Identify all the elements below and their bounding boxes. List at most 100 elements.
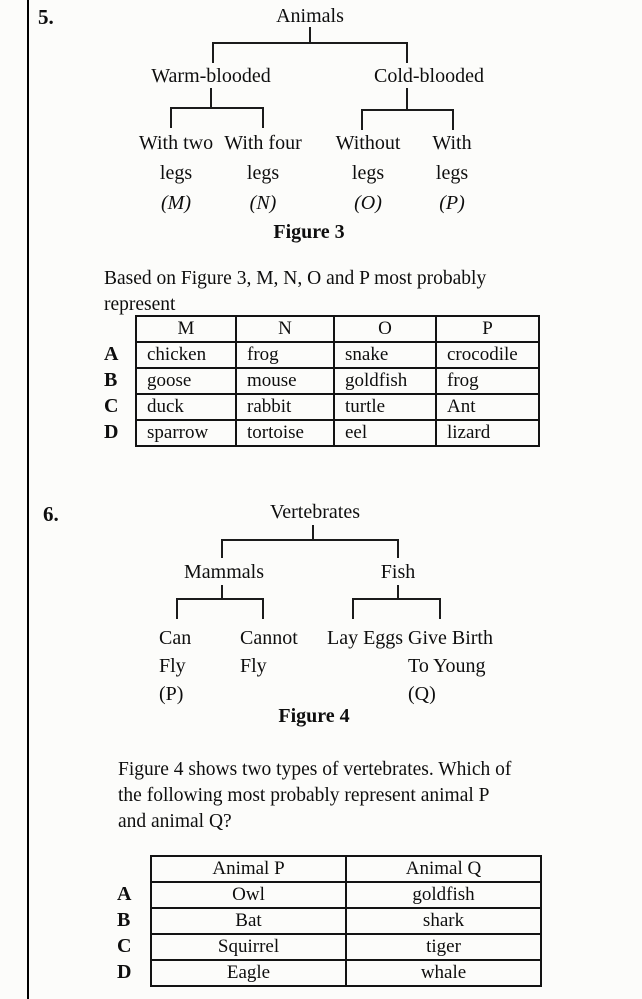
q5-cell: tortoise [235,419,335,447]
q6-option-label-A: A [117,883,132,905]
leaf-code: (Q) [408,683,436,705]
tree4-mammals-bar [176,598,264,600]
q5-cell: rabbit [235,393,335,421]
q5-option-label-C: C [104,395,119,417]
q6-cell: Eagle [150,959,347,987]
leaf-code: (O) [354,192,382,214]
leaf-line: legs [246,162,280,184]
question-5-prompt: Based on Figure 3, M, N, O and P most pr… [104,266,486,318]
q6-option-label-C: C [117,935,132,957]
prompt-line: Based on Figure 3, M, N, O and P most pr… [104,268,487,289]
q6-cell: Bat [150,907,347,935]
leaf-line: legs [351,162,385,184]
q5-option-label-B: B [104,369,118,391]
tree3-leaf-without-legs-O: Without legs (O) [336,128,401,218]
q5-cell: crocodile [435,341,540,369]
tree4-level1-bar [221,539,399,541]
leaf-line: Cannot [240,627,298,649]
tree3-leaf-with-two-legs-M: With two legs (M) [139,128,213,218]
q5-row-A: chicken frog snake crocodile [135,341,540,369]
q5-row-C: duck rabbit turtle Ant [135,393,540,421]
leaf-code: (P) [439,192,465,214]
tree3-cold-bar [361,109,454,111]
prompt-line: represent [104,294,176,315]
q6-option-label-B: B [117,909,131,931]
tree4-mammals-drop-right [262,598,264,619]
q5-cell: duck [135,393,237,421]
leaf-line: Give Birth [408,627,493,649]
q5-row-B: goose mouse goldfish frog [135,367,540,395]
tree3-node-cold-blooded: Cold-blooded [374,65,484,87]
q5-answer-table: M N O P chicken frog snake crocodile goo… [135,315,540,447]
tree4-leaf-give-birth-Q: Give Birth To Young (Q) [408,624,493,708]
q5-cell: goose [135,367,237,395]
tree4-node-vertebrates: Vertebrates [270,501,360,523]
leaf-line: To Young [408,655,486,677]
tree3-root-stem [309,27,311,44]
tree4-level1-drop-right [397,539,399,558]
tree3-cold-drop-left [361,109,363,130]
leaf-line: With two [138,132,214,154]
q6-cell: tiger [345,933,542,961]
q6-answer-table: Animal P Animal Q Owl goldfish Bat shark… [150,855,542,987]
tree3-cold-drop-right [452,109,454,130]
leaf-line: legs [435,162,469,184]
q5-option-label-D: D [104,421,119,443]
q5-cell: chicken [135,341,237,369]
tree3-level1-bar [212,42,408,44]
leaf-line: Fly [159,655,186,677]
q5-cell: turtle [333,393,437,421]
prompt-line: the following most probably represent an… [118,785,490,806]
q6-cell: whale [345,959,542,987]
tree4-leaf-cannot-fly: Cannot Fly [240,624,298,680]
leaf-line: Without [335,132,401,154]
q5-cell: goldfish [333,367,437,395]
q5-cell: sparrow [135,419,237,447]
q6-cell: Squirrel [150,933,347,961]
q5-cell: mouse [235,367,335,395]
tree4-fish-drop-right [439,598,441,619]
q5-col-M: M [135,315,237,343]
tree3-leaf-with-four-legs-N: With four legs (N) [224,128,302,218]
leaf-line: legs [159,162,193,184]
q6-row-A: Owl goldfish [150,881,542,909]
tree4-mammals-stem [221,585,223,600]
figure-3-caption: Figure 3 [273,221,345,243]
tree3-leaf-with-legs-P: With legs (P) [432,128,471,218]
tree4-fish-stem [397,585,399,600]
q5-cell: Ant [435,393,540,421]
q6-col-animal-p: Animal P [150,855,347,883]
left-margin-rule [27,0,29,999]
question-6-number: 6. [43,502,59,526]
tree3-cold-stem [406,88,408,111]
tree3-node-warm-blooded: Warm-blooded [151,65,271,87]
figure-4-caption: Figure 4 [278,705,350,727]
q6-option-label-D: D [117,961,132,983]
tree4-node-mammals: Mammals [184,561,264,583]
prompt-line: Figure 4 shows two types of vertebrates.… [118,759,512,780]
question-6-prompt: Figure 4 shows two types of vertebrates.… [118,757,511,835]
q5-cell: lizard [435,419,540,447]
q6-row-C: Squirrel tiger [150,933,542,961]
q5-cell: eel [333,419,437,447]
tree3-node-animals: Animals [276,5,344,27]
q6-cell: goldfish [345,881,542,909]
tree4-leaf-can-fly-P: Can Fly (P) [159,624,191,708]
tree3-warm-drop-left [170,107,172,128]
q6-cell: shark [345,907,542,935]
leaf-code: (M) [161,192,191,214]
tree4-root-stem [312,525,314,541]
q6-cell: Owl [150,881,347,909]
leaf-line: Fly [240,655,267,677]
tree3-warm-bar [170,107,264,109]
q5-row-D: sparrow tortoise eel lizard [135,419,540,447]
tree3-warm-stem [210,88,212,109]
q5-col-P: P [435,315,540,343]
tree3-warm-drop-right [262,107,264,128]
tree4-fish-bar [352,598,441,600]
leaf-code: (N) [249,192,277,214]
leaf-line: With four [224,132,302,154]
tree4-level1-drop-left [221,539,223,558]
tree3-level1-drop-right [406,42,408,63]
